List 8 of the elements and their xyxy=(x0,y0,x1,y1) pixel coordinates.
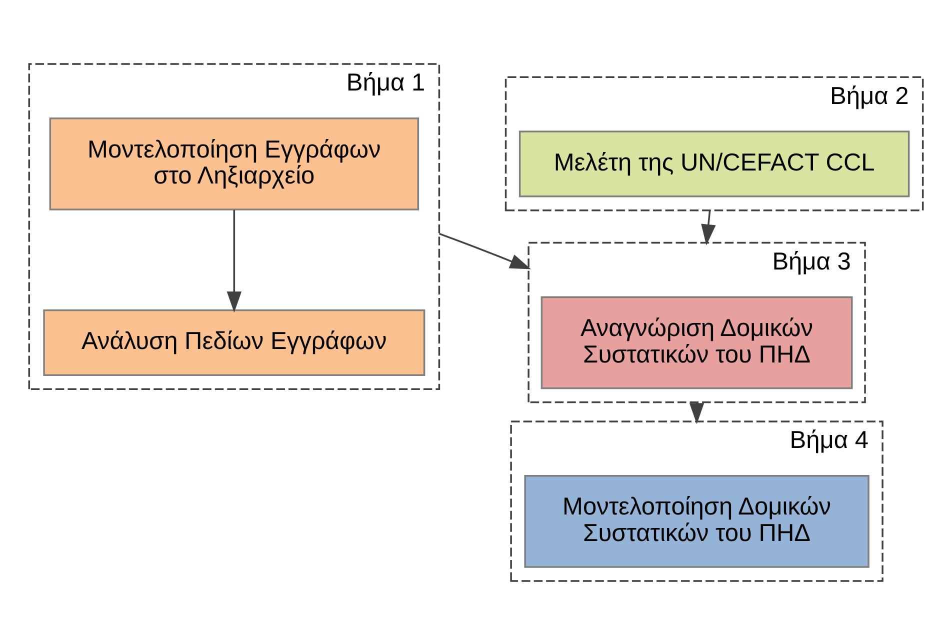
arrow xyxy=(438,232,532,269)
node-box: Μοντελοποίηση Δομικών Συστατικών του ΠΗΔ xyxy=(524,474,870,568)
node-box: Μοντελοποίηση Εγγράφων στο Ληξιαρχείο xyxy=(49,116,420,210)
arrow xyxy=(701,210,716,245)
arrow xyxy=(226,209,242,312)
node-box: Μελέτη της UN/CEFACT CCL xyxy=(518,130,910,197)
node-box: Αναγνώριση Δομικών Συστατικών του ΠΗΔ xyxy=(540,296,853,389)
node-box: Ανάλυση Πεδίων Εγγράφων xyxy=(43,308,426,376)
